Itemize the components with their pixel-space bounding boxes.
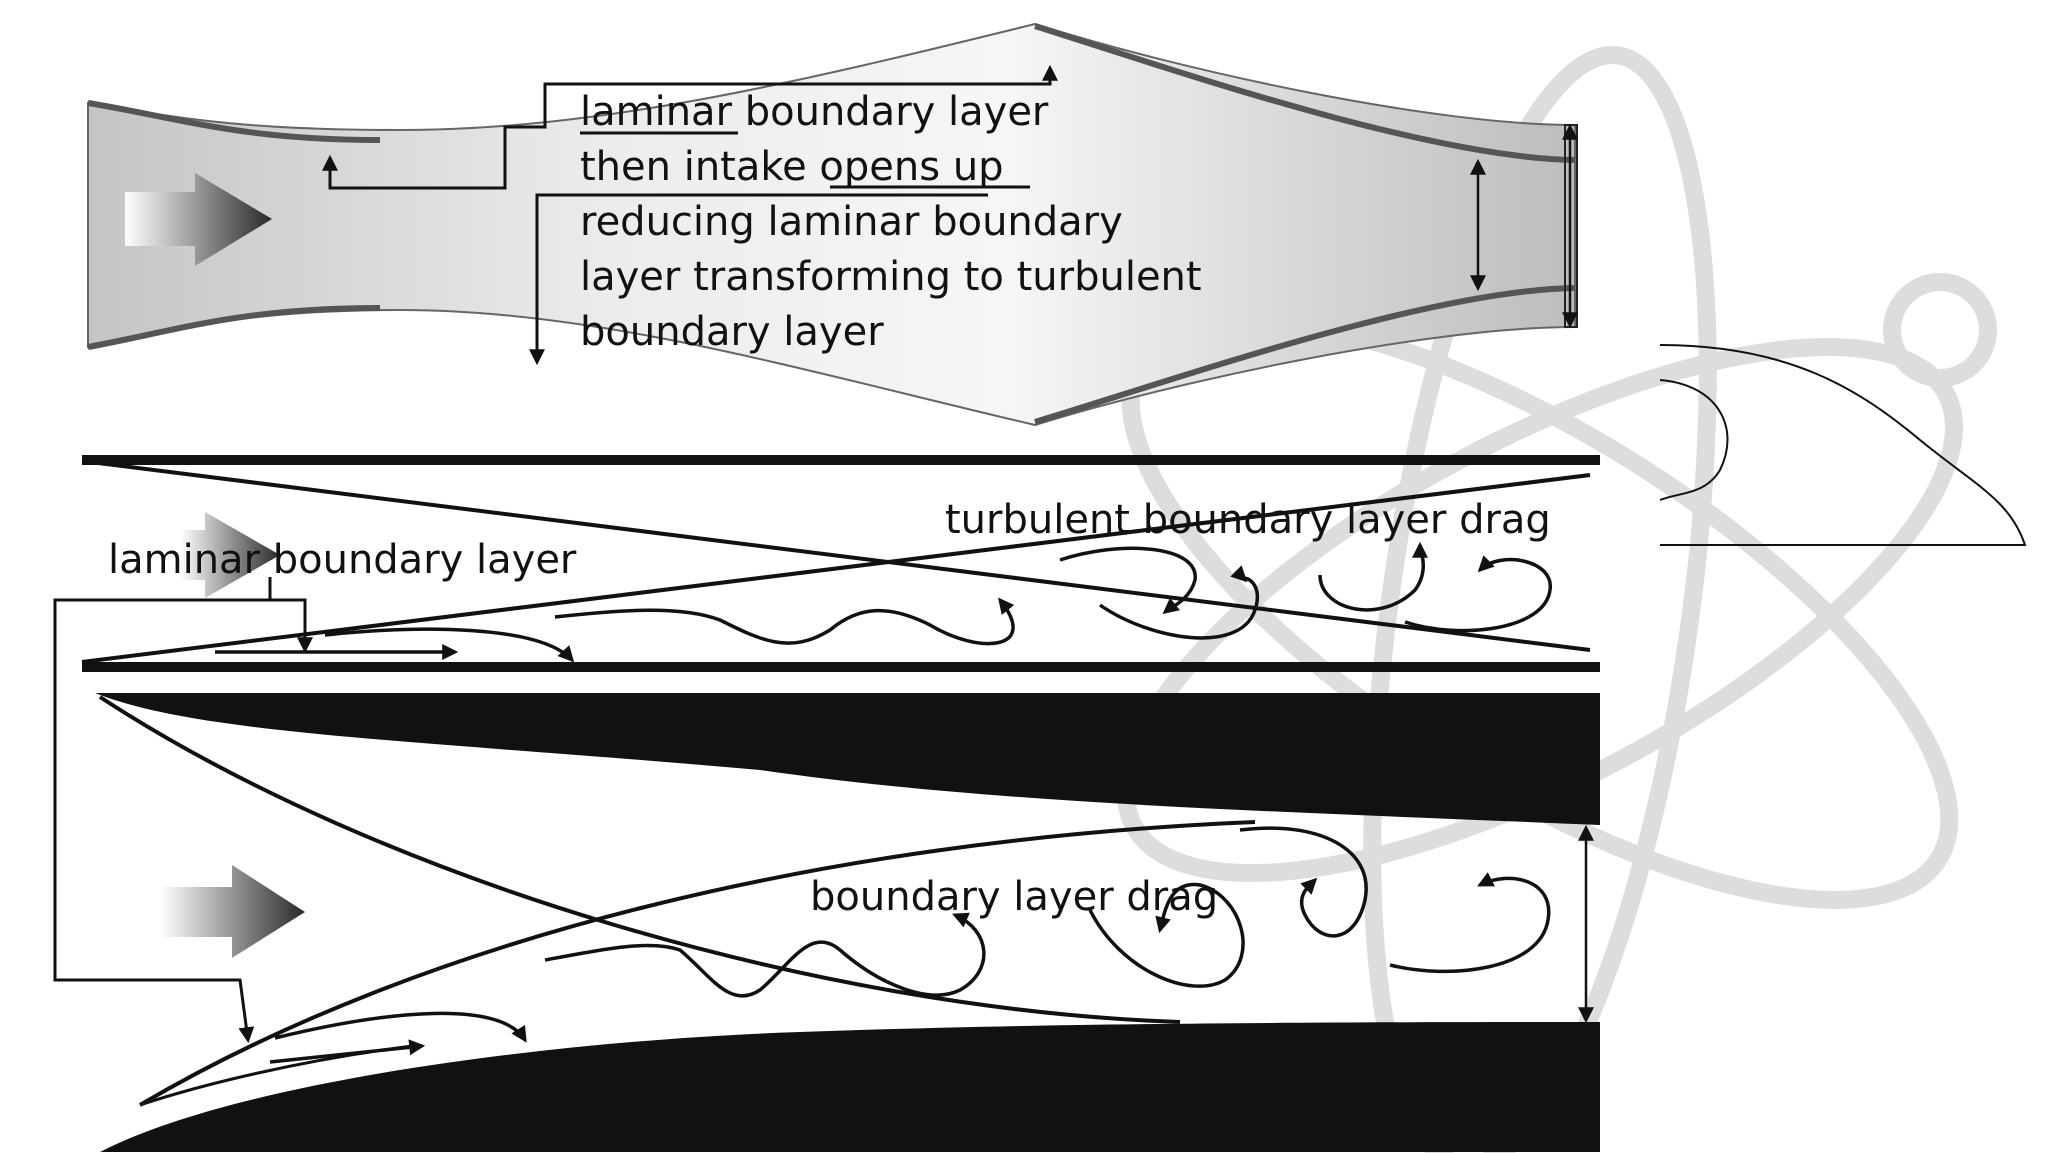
caption-line: reducing laminar boundary (580, 199, 1123, 245)
flow-direction-arrow (160, 865, 305, 958)
turbulent-eddy (1239, 826, 1368, 938)
label-turbulent-boundary-layer-drag: turbulent boundary layer drag (945, 497, 1551, 543)
wing-profile-sketch (1659, 344, 2027, 546)
middle-panel-flat-plate: laminar boundary layer turbulent boundar… (53, 455, 1600, 1044)
upper-plate (82, 455, 1600, 465)
diffuser-upper-wall (1034, 23, 1576, 163)
lower-plate (82, 662, 1600, 672)
turbulent-eddy (1088, 882, 1245, 988)
leader-line (53, 577, 272, 1044)
boundary-layer-edge-line (98, 695, 1181, 1024)
boundary-layer-edge-line (81, 473, 1591, 664)
caption-line: then intake opens up (580, 144, 1004, 190)
caption-line: boundary layer (580, 309, 884, 355)
flow-streamline (324, 627, 575, 663)
watermark-nucleus (1883, 273, 1997, 387)
label-boundary-layer-drag: boundary layer drag (810, 874, 1218, 920)
leader-line (322, 64, 1058, 190)
flow-direction-arrow (125, 173, 272, 266)
leader-line (270, 598, 313, 654)
flow-direction-arrow (180, 512, 280, 598)
turbulent-eddy (1098, 565, 1259, 640)
caption-line: layer transforming to turbulent (580, 254, 1202, 300)
caption-line: laminar boundary layer (580, 89, 1049, 135)
duct-lower-wall (87, 305, 381, 350)
turbulent-eddy (1404, 555, 1552, 633)
label-laminar-boundary-layer: laminar boundary layer (108, 537, 577, 583)
lower-channel-wall (100, 1022, 1600, 1152)
watermark-orbit (1363, 46, 1717, 1153)
top-panel-intake-duct: laminar boundary layer then intake opens… (87, 22, 1578, 427)
turbulent-eddy (1389, 872, 1551, 974)
flow-streamline (269, 1039, 426, 1064)
leader-line (529, 193, 988, 366)
boundary-layer-edge-line (138, 820, 1256, 1107)
upper-channel-wall (95, 693, 1600, 825)
flow-streamline (544, 912, 986, 998)
flow-streamline (554, 597, 1015, 646)
turbulent-eddy (1059, 546, 1197, 614)
flow-streamline (274, 1011, 527, 1043)
bottom-panel-curved-channel: boundary layer drag (95, 693, 1600, 1152)
diffuser-lower-wall (1034, 285, 1576, 425)
top-caption: laminar boundary layer then intake opens… (580, 89, 1202, 355)
turbulent-eddy (1318, 541, 1429, 612)
boundary-layer-edge-line (81, 459, 1591, 652)
